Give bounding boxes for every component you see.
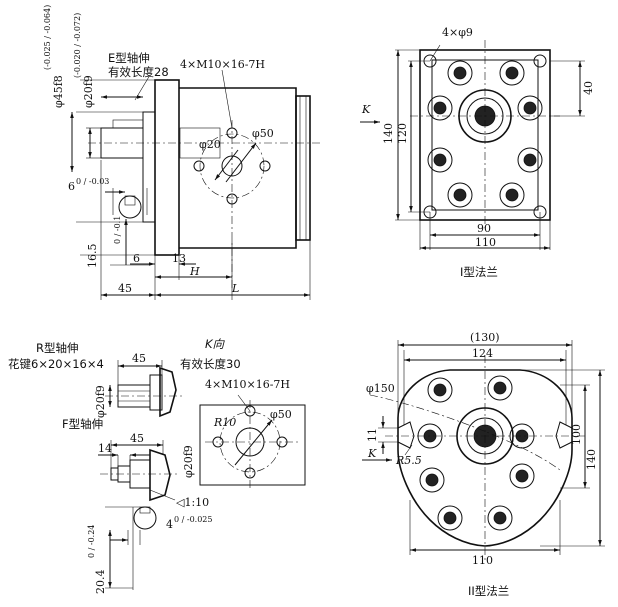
r-dia-50: φ50	[270, 408, 292, 421]
r-r10: R10	[213, 416, 236, 429]
f1-caption: I型法兰	[460, 265, 498, 279]
keyway-section	[112, 119, 144, 129]
f2-dim-140: 140	[585, 449, 598, 470]
f1-dim-120: 120	[396, 123, 409, 144]
mount-flange	[154, 79, 180, 256]
r-tap-holes: 4×M10×16-7H	[205, 378, 290, 391]
k-view-rect	[199, 404, 306, 486]
f-dim-4-tol: 0 / -0.025	[174, 515, 212, 524]
f2-k-label: K	[367, 447, 377, 460]
f2-dim-124: 124	[472, 347, 493, 360]
key-section	[118, 195, 142, 219]
e-tap-holes: 4×M10×16-7H	[180, 58, 265, 71]
f-shaft-title: F型轴伸	[62, 417, 103, 431]
dims-e	[70, 69, 311, 300]
f1-holes: 4×φ9	[442, 26, 473, 39]
f-dim-20-4: 20.4	[94, 570, 107, 595]
e-dim-H: H	[189, 265, 200, 278]
f-type-shaft-view	[100, 448, 178, 530]
r-dia-20: φ20f9	[94, 385, 107, 418]
r-dia-20b: φ20f9	[182, 445, 195, 478]
rear-cap	[295, 95, 311, 241]
e-tol-20: (-0.020 / -0.072)	[73, 13, 82, 78]
f2-r5-5: R5.5	[395, 454, 422, 467]
e-key-6: 6	[68, 180, 75, 193]
tap-hole-right	[259, 160, 271, 172]
f2-dia-150: φ150	[366, 382, 395, 395]
f2-dim-130: (130)	[470, 331, 500, 344]
dims-flange-i	[360, 44, 585, 250]
f2-dim-110: 110	[472, 554, 493, 567]
flange-ii-view	[369, 355, 585, 560]
f-dim-14: 14	[98, 442, 112, 455]
f1-dim-110: 110	[475, 236, 496, 249]
f-taper: ◁1:10	[176, 496, 209, 509]
r-dim-45: 45	[132, 352, 146, 365]
r-spline: 花键6×20×16×4	[8, 357, 104, 371]
e-shaft-title: E型轴伸	[108, 51, 150, 65]
dia-150-arc	[369, 394, 561, 471]
f-flange-profile	[149, 448, 171, 502]
e-dim-16-5: 16.5	[86, 244, 99, 269]
dims-flange-ii	[362, 340, 605, 555]
e-dim-L: L	[231, 282, 239, 295]
f1-dim-40: 40	[582, 81, 595, 95]
r-effective-length: 有效长度30	[180, 357, 241, 371]
dims-r-f	[98, 360, 251, 590]
e-dia-45: φ45f8	[52, 75, 65, 108]
flange-ii-bolt-bosses	[417, 375, 535, 531]
tap-hole-left	[193, 160, 205, 172]
pump-side-view-e	[88, 79, 320, 290]
e-dia-50-circle: φ50	[252, 127, 274, 140]
f-dim-20-4-tol: 0 / -0.24	[87, 525, 96, 558]
k-view-face	[199, 400, 306, 490]
bolt-bosses	[427, 60, 543, 208]
f1-dim-90: 90	[477, 222, 491, 235]
e-dim-13: 13	[172, 252, 186, 265]
e-dim-16-5-tol: 0 / -0.1	[113, 216, 122, 244]
f-dim-4: 4	[166, 518, 173, 531]
f-dim-45: 45	[130, 432, 144, 445]
f2-caption: II型法兰	[468, 584, 509, 598]
flange-ii-outline	[397, 369, 573, 547]
f1-dim-140: 140	[382, 123, 395, 144]
e-dim-6: 6	[133, 252, 140, 265]
e-effective-length: 有效长度28	[108, 65, 169, 79]
mount-hole-tr	[533, 54, 547, 68]
r-type-shaft-view	[105, 366, 182, 418]
e-key-6-tol: 0 / -0.03	[76, 177, 109, 186]
f-key-section	[133, 506, 157, 530]
r-flange-profile	[159, 366, 177, 418]
r-k-view: K向	[205, 337, 226, 351]
e-dim-45: 45	[118, 282, 132, 295]
e-dia-20-circle: φ20	[199, 138, 221, 151]
pump-body	[179, 87, 297, 249]
f2-dim-11: 11	[366, 428, 379, 442]
e-dia-20: φ20f9	[82, 75, 95, 108]
f1-k-label: K	[361, 103, 371, 116]
e-tol-45: (-0.025 / -0.064)	[43, 5, 52, 70]
spigot	[142, 111, 156, 223]
flange-i-view	[410, 40, 560, 228]
r-shaft-title: R型轴伸	[36, 341, 79, 355]
f2-dim-100: 100	[570, 424, 583, 445]
bolt-circle	[199, 133, 265, 199]
